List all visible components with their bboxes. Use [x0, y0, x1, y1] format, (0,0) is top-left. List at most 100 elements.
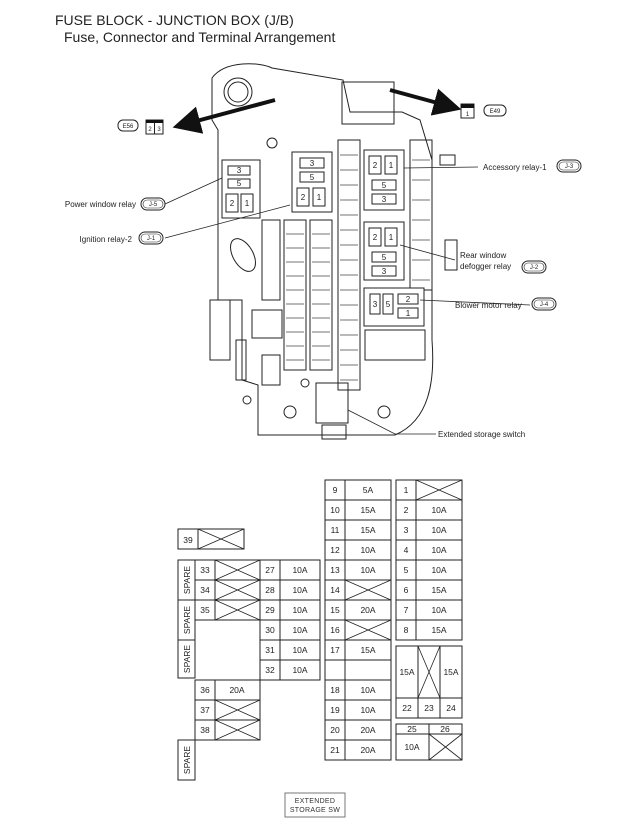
fuse-12-rating: 10A [360, 545, 375, 555]
fuse-15-number: 15 [330, 605, 340, 615]
fuse-11-rating: 15A [360, 525, 375, 535]
svg-text:2: 2 [148, 127, 152, 133]
fuse-27-rating: 10A [292, 565, 307, 575]
leader-lines [164, 166, 531, 435]
fuse-17-number: 17 [330, 645, 340, 655]
spare-label-3: SPARE [182, 645, 192, 674]
fuse-34-number: 34 [200, 585, 210, 595]
empty-slot-marks [197, 479, 463, 761]
fuse-20-rating: 20A [360, 725, 375, 735]
fuse-31-rating: 10A [292, 645, 307, 655]
fuse-11-number: 11 [331, 525, 340, 535]
fuse-32-number: 32 [265, 665, 275, 675]
svg-text:3: 3 [382, 267, 387, 276]
fuse-38-number: 38 [200, 725, 210, 735]
connector-arrow-right [389, 88, 462, 116]
fuse-slot-marks [286, 154, 430, 381]
fuse-36-rating: 20A [229, 685, 244, 695]
blower-motor-relay-box: 3 5 2 1 [363, 287, 425, 327]
fuse-5-rating: 10A [431, 565, 446, 575]
svg-text:Rear window: Rear window [460, 251, 506, 260]
svg-text:J-3: J-3 [565, 164, 574, 170]
extended-storage-sw-label-2: STORAGE SW [290, 807, 340, 814]
fuse-25-number: 25 [407, 724, 417, 734]
svg-text:J-2: J-2 [530, 265, 539, 271]
fuse-14-number: 14 [330, 585, 340, 595]
fuse-13-number: 13 [330, 565, 340, 575]
svg-text:defogger relay: defogger relay [460, 262, 511, 271]
svg-text:1: 1 [245, 199, 250, 208]
fuse-2-rating: 10A [431, 505, 446, 515]
fuse-37-number: 37 [200, 705, 210, 715]
fuse-17-rating: 15A [360, 645, 375, 655]
fuse-33-number: 33 [200, 565, 210, 575]
accessory-relay-1-callout: Accessory relay-1 J-3 [483, 159, 582, 173]
rear-defogger-relay-box: 2 1 5 3 [363, 221, 405, 281]
svg-text:5: 5 [237, 179, 242, 188]
svg-text:1: 1 [389, 161, 394, 170]
fuse-23-number: 23 [424, 703, 434, 713]
fuse-19-number: 19 [330, 705, 340, 715]
power-window-relay-callout: Power window relay J-5 [65, 197, 166, 211]
fuse-column-c [337, 139, 361, 391]
svg-text:5: 5 [386, 300, 391, 309]
fuse-25-26-rating: 10A [404, 742, 419, 752]
fuse-29-number: 29 [265, 605, 275, 615]
fuse-28-number: 28 [265, 585, 275, 595]
svg-text:J-1: J-1 [147, 236, 156, 242]
svg-text:E49: E49 [490, 109, 501, 115]
fuse-22-rating: 15A [399, 667, 414, 677]
svg-text:1: 1 [317, 193, 322, 202]
svg-text:3: 3 [310, 159, 315, 168]
fuse-18-rating: 10A [360, 685, 375, 695]
svg-text:2: 2 [406, 295, 411, 304]
fuse-21-rating: 20A [360, 745, 375, 755]
spare-label-4: SPARE [182, 746, 192, 775]
fuse-22-number: 22 [402, 703, 412, 713]
svg-text:Blower motor relay: Blower motor relay [455, 301, 522, 310]
fuse-28-rating: 10A [292, 585, 307, 595]
fuse-8-rating: 15A [431, 625, 446, 635]
fuse-10-rating: 15A [360, 505, 375, 515]
svg-text:2: 2 [301, 193, 306, 202]
svg-text:5: 5 [310, 173, 315, 182]
spare-labels: SPARE SPARE SPARE SPARE [182, 566, 192, 775]
svg-text:3: 3 [382, 195, 387, 204]
fuse-36-number: 36 [200, 685, 210, 695]
power-window-relay-box: 3 5 2 1 [221, 159, 261, 219]
fuse-13-rating: 10A [360, 565, 375, 575]
page-title: FUSE BLOCK - JUNCTION BOX (J/B) [55, 12, 294, 28]
fuse-3-number: 3 [404, 525, 409, 535]
fuse-30-rating: 10A [292, 625, 307, 635]
fuse-1-number: 1 [404, 485, 409, 495]
spare-label-2: SPARE [182, 606, 192, 635]
fuse-6-rating: 15A [431, 585, 446, 595]
fuse-31-number: 31 [265, 645, 275, 655]
spare-label-1: SPARE [182, 566, 192, 595]
fuse-27-number: 27 [265, 565, 275, 575]
fuse-19-rating: 10A [360, 705, 375, 715]
junction-box-body [209, 63, 458, 440]
svg-text:1: 1 [406, 309, 411, 318]
svg-text:Ignition relay-2: Ignition relay-2 [80, 235, 133, 244]
connector-arrow-left [172, 98, 276, 134]
fuse-39-number: 39 [183, 535, 193, 545]
accessory-relay-1-box: 2 1 5 3 [363, 149, 405, 211]
fuse-4-number: 4 [404, 545, 409, 555]
svg-text:Power window relay: Power window relay [65, 200, 136, 209]
connector-e56: E56 2 3 [117, 119, 164, 135]
fuse-32-rating: 10A [292, 665, 307, 675]
svg-text:2: 2 [230, 199, 235, 208]
fuse-column-a [283, 219, 307, 371]
svg-text:J-4: J-4 [540, 302, 549, 308]
page-subtitle: Fuse, Connector and Terminal Arrangement [64, 29, 336, 45]
svg-text:2: 2 [373, 161, 378, 170]
svg-text:J-5: J-5 [149, 202, 158, 208]
fuse-3-rating: 10A [431, 525, 446, 535]
svg-text:5: 5 [382, 253, 387, 262]
fuse-7-number: 7 [404, 605, 409, 615]
blower-motor-relay-callout: Blower motor relay J-4 [455, 297, 557, 311]
svg-text:1: 1 [466, 112, 470, 118]
fuse-6-number: 6 [404, 585, 409, 595]
